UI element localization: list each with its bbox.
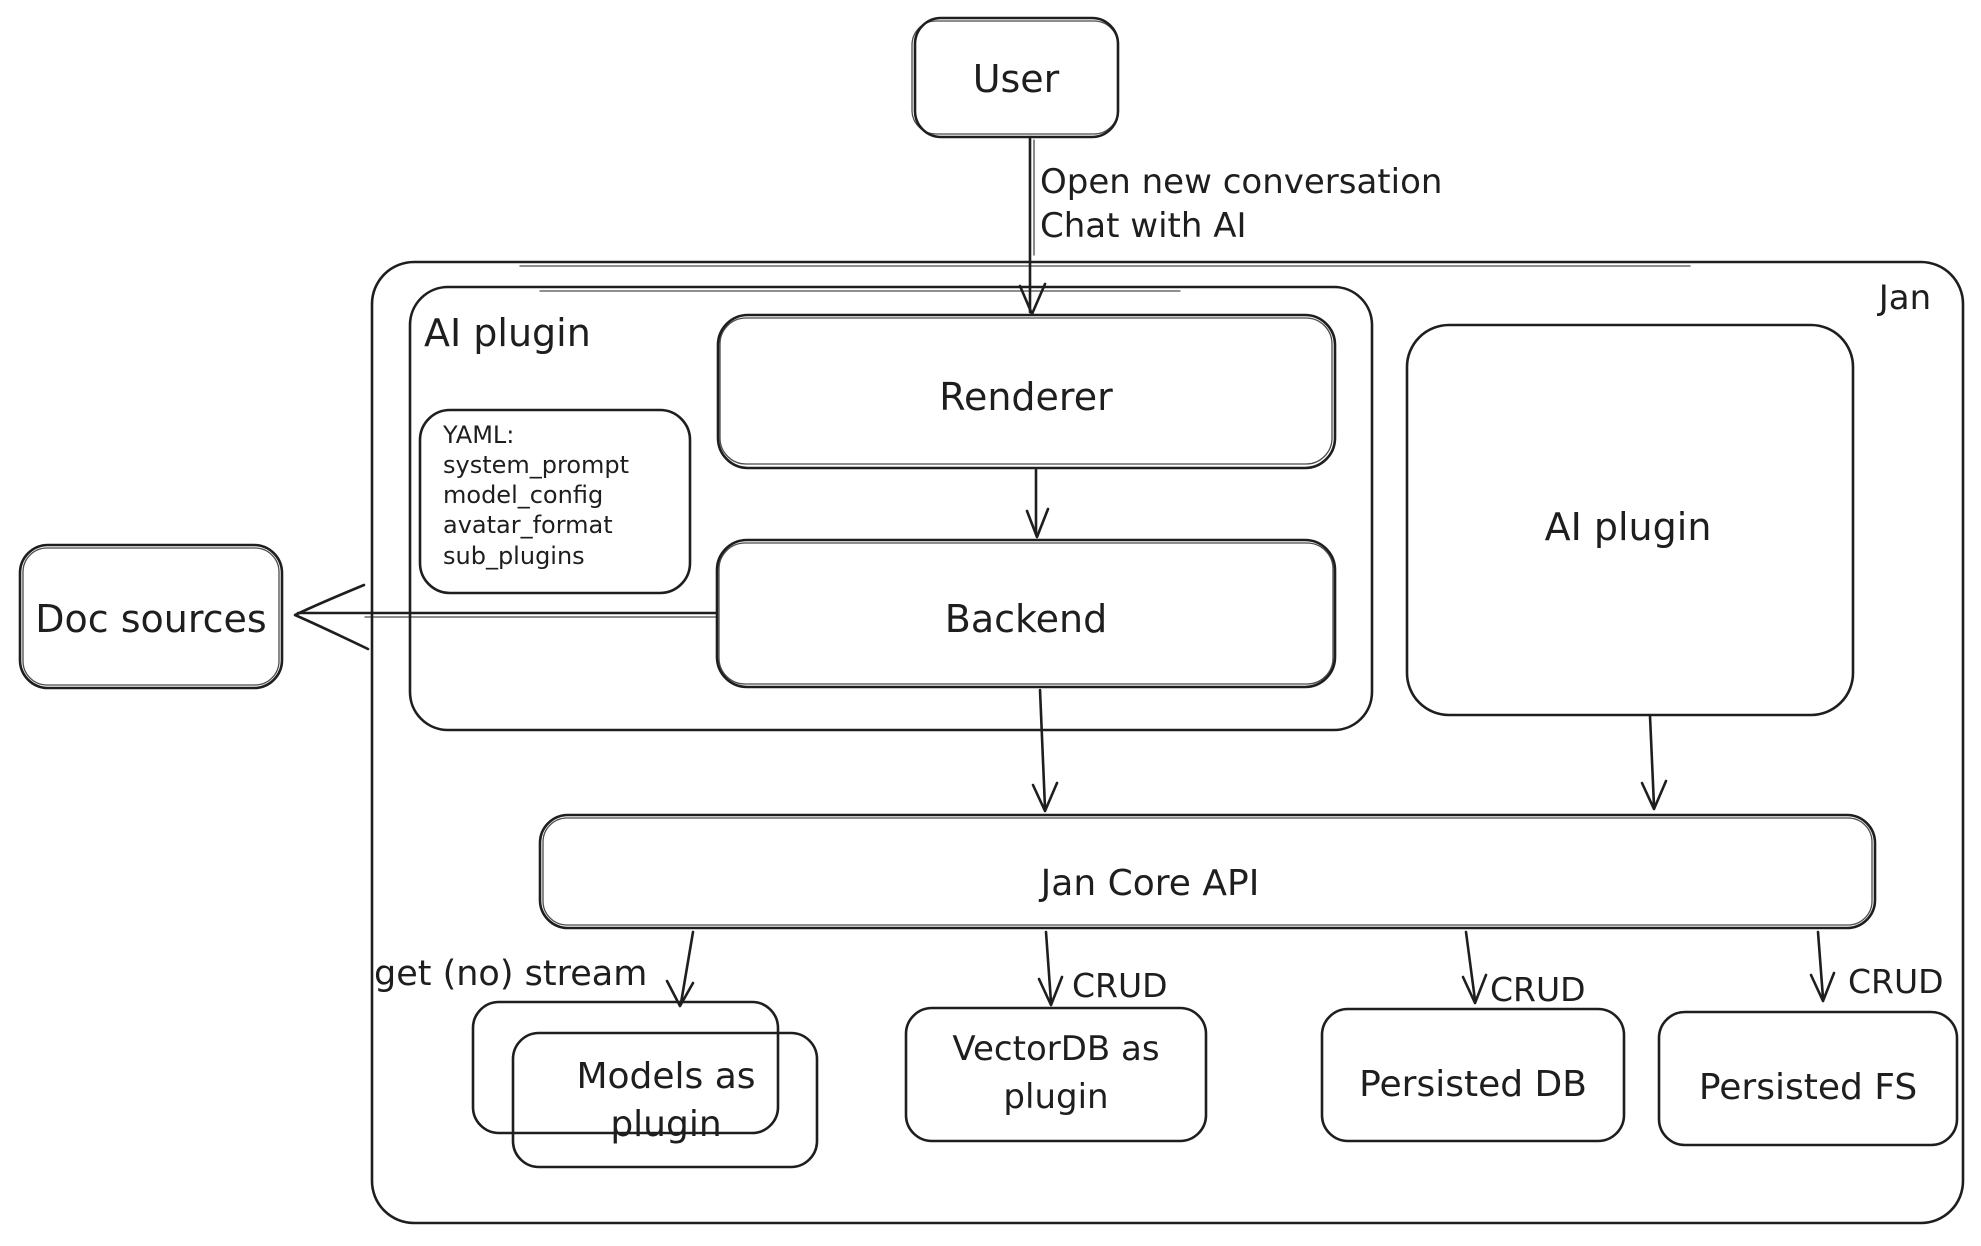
backend-to-api-arrowhead <box>1031 781 1059 813</box>
backend-to-api-arrow <box>1038 688 1047 810</box>
ai-plugin-left-box <box>408 285 1374 732</box>
jan-core-api-node <box>538 813 1877 930</box>
vectordb-as-plugin-node <box>904 1006 1208 1143</box>
models-as-plugin-label-line2: plugin <box>610 1104 721 1145</box>
edge-label-crud-vectordb: CRUD <box>1072 966 1168 1005</box>
persisted-db-node <box>1320 1007 1626 1143</box>
persisted-db-label: Persisted DB <box>1359 1064 1587 1105</box>
models-as-plugin-label-line1: Models as <box>576 1056 755 1097</box>
yaml-title: YAML: <box>442 421 514 449</box>
vectordb-label-line1: VectorDB as <box>952 1029 1159 1069</box>
user-to-renderer-arrowhead <box>1018 282 1047 316</box>
backend-to-doc-arrowhead <box>293 583 370 651</box>
jan-core-api-label: Jan Core API <box>1039 863 1260 904</box>
api-to-persisted-fs-arrowhead <box>1809 971 1836 1003</box>
user-node-sketch <box>911 20 1119 135</box>
edge-label-crud-persisted-fs: CRUD <box>1848 962 1944 1001</box>
renderer-to-backend-arrowhead <box>1025 507 1050 539</box>
api-to-persisted-fs-arrow <box>1816 930 1825 1000</box>
persisted-fs-node <box>1657 1010 1959 1147</box>
backend-label: Backend <box>945 597 1107 641</box>
renderer-label: Renderer <box>939 375 1113 419</box>
edge-label-open-conversation: Open new conversation <box>1040 162 1442 202</box>
persisted-fs-label: Persisted FS <box>1699 1067 1917 1108</box>
user-label: User <box>973 57 1060 101</box>
ai-plugin-left-label: AI plugin <box>424 311 591 355</box>
jan-container-label: Jan <box>1877 278 1931 318</box>
yaml-line-sub-plugins: sub_plugins <box>443 542 585 570</box>
api-to-models-arrow <box>679 930 695 1005</box>
doc-sources-node-sketch <box>22 547 280 686</box>
renderer-node <box>716 313 1337 470</box>
ai-plugin-right-node <box>1405 323 1855 717</box>
edge-label-get-no-stream: get (no) stream <box>374 954 647 994</box>
doc-sources-label: Doc sources <box>35 597 266 641</box>
backend-node-sketch <box>718 542 1334 685</box>
ai-plugin-right-label: AI plugin <box>1545 505 1712 549</box>
jan-core-api-node-sketch <box>542 817 1873 926</box>
models-as-plugin-node <box>511 1031 819 1169</box>
doc-sources-node <box>18 543 284 690</box>
aiplugin-to-api-arrowhead <box>1640 779 1668 811</box>
yaml-line-avatar-format: avatar_format <box>443 511 613 539</box>
aiplugin-to-api-arrow <box>1648 714 1656 808</box>
renderer-node-sketch <box>719 317 1333 465</box>
vectordb-label-line2: plugin <box>1003 1077 1108 1117</box>
api-to-vectordb-arrow <box>1044 930 1053 1004</box>
edge-label-chat-with-ai: Chat with AI <box>1040 206 1247 246</box>
yaml-line-model-config: model_config <box>443 481 603 509</box>
jan-container-box <box>370 260 1965 1225</box>
yaml-note-box <box>418 408 692 595</box>
models-as-plugin-outer-box <box>471 1000 780 1135</box>
api-to-persisted-db-arrowhead <box>1461 973 1488 1005</box>
api-to-vectordb-arrowhead <box>1037 975 1064 1007</box>
edge-label-crud-persisted-db: CRUD <box>1490 970 1586 1009</box>
yaml-line-system-prompt: system_prompt <box>443 451 629 479</box>
api-to-persisted-db-arrow <box>1464 930 1477 1002</box>
